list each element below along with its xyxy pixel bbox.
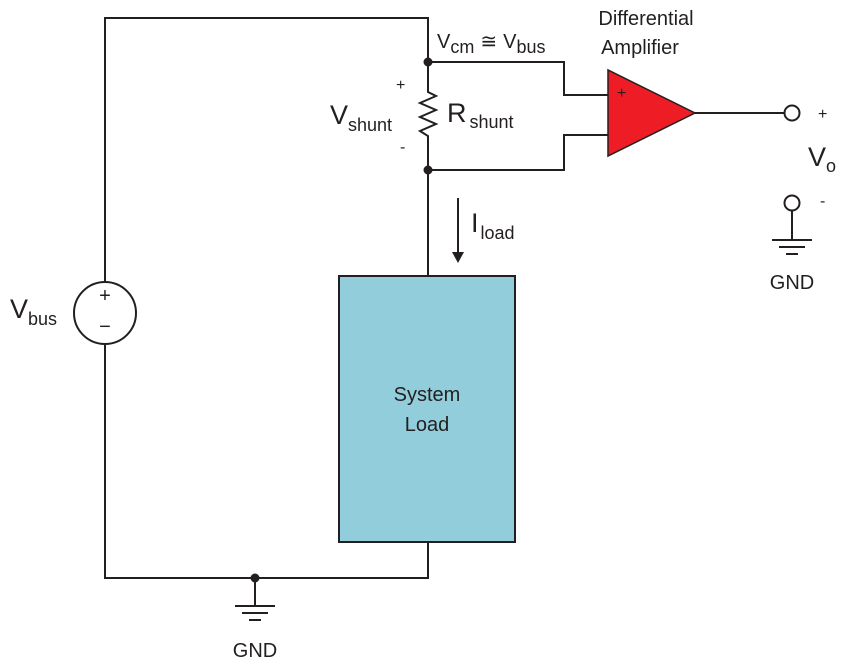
vcm-sub: cm xyxy=(450,37,474,57)
output-ground-symbol xyxy=(772,211,812,255)
common-mode-label: Vcm ≅ Vbus xyxy=(437,31,545,57)
junction-dot-bottom xyxy=(423,165,433,175)
vshunt-v: V xyxy=(330,100,348,130)
rshunt-r: R xyxy=(447,98,467,128)
main-ground-label: GND xyxy=(233,640,277,662)
vbus-sub: bus xyxy=(516,37,545,57)
amplifier-plus-sign: + xyxy=(617,85,626,102)
load-current-arrowhead xyxy=(452,252,464,263)
vbus-source-v: V xyxy=(10,294,28,324)
amplifier-title-line1: Differential xyxy=(598,8,693,30)
source-voltage-label: Vbus xyxy=(10,294,57,329)
output-minus-sign: - xyxy=(820,193,825,210)
output-voltage-label: Vo xyxy=(808,142,836,176)
output-voltage-sub: o xyxy=(826,156,836,176)
voltage-source-minus: − xyxy=(99,316,111,338)
vbus-source-sub: bus xyxy=(28,309,57,329)
iload-sub: load xyxy=(481,223,515,243)
output-terminal-negative xyxy=(783,194,801,212)
system-load-line2: Load xyxy=(405,414,450,436)
wire-sense-minus xyxy=(428,134,610,171)
main-ground-symbol xyxy=(235,578,275,621)
vbus-v: V xyxy=(503,31,517,53)
iload-i: I xyxy=(471,208,479,238)
system-load-line1: System xyxy=(394,384,461,406)
shunt-minus-sign: - xyxy=(400,139,405,156)
differential-amplifier-symbol xyxy=(607,68,697,158)
vshunt-sub: shunt xyxy=(348,115,392,135)
shunt-voltage-label: Vshunt xyxy=(330,100,392,135)
output-ground-label: GND xyxy=(770,272,814,294)
voltage-source-plus: + xyxy=(99,285,111,307)
vcm-v: V xyxy=(437,31,451,53)
amplifier-title-line2: Amplifier xyxy=(601,37,679,59)
shunt-plus-sign: + xyxy=(396,77,405,94)
approx-symbol: ≅ xyxy=(480,31,497,53)
voltage-source-symbol xyxy=(73,281,137,345)
wire-load-to-bottom xyxy=(104,345,429,579)
output-plus-sign: + xyxy=(818,106,827,123)
output-voltage-v: V xyxy=(808,142,826,172)
system-load-box xyxy=(338,275,516,543)
output-terminal-positive xyxy=(783,104,801,122)
shunt-resistor-symbol xyxy=(417,88,439,140)
rshunt-sub: shunt xyxy=(470,112,514,132)
wire-source-top xyxy=(104,17,429,283)
wire-sense-plus xyxy=(428,61,610,96)
junction-dot-top xyxy=(423,57,433,67)
